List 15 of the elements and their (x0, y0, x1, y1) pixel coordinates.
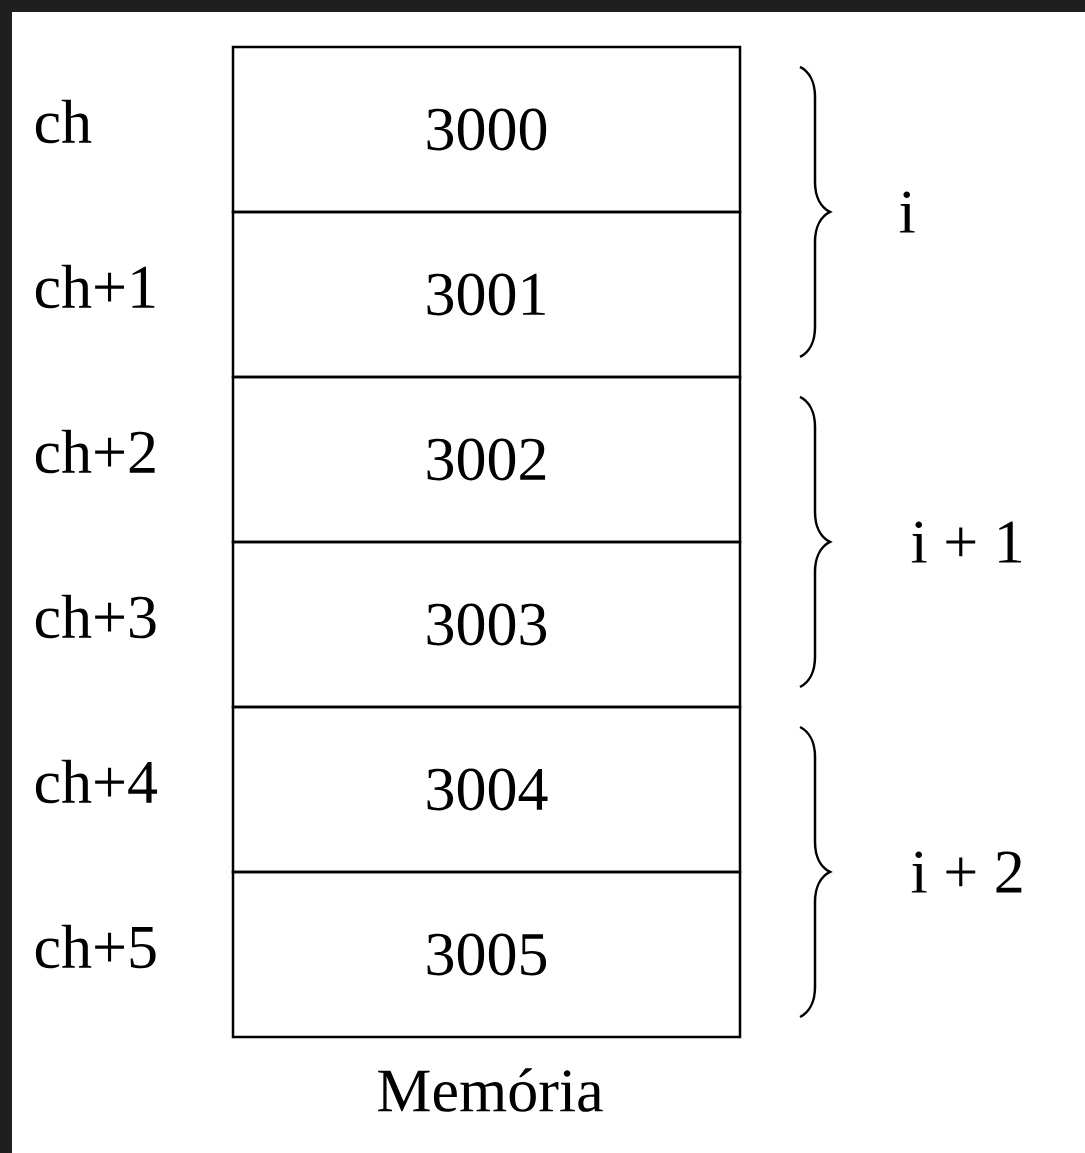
address-label: ch+4 (35, 759, 158, 804)
address-label: ch (35, 99, 92, 144)
group-label: i + 2 (911, 851, 1022, 893)
address-label: ch+5 (35, 924, 156, 969)
address-label: ch+2 (35, 429, 155, 474)
address-label: ch+1 (35, 264, 155, 309)
address-label: ch+3 (35, 594, 156, 639)
memory-cell: 3003 (231, 540, 742, 709)
group-label: i + 1 (911, 521, 1021, 563)
group-label: i (899, 191, 915, 233)
memory-cell: 3000 (231, 45, 742, 214)
memory-cell: 3001 (231, 210, 742, 379)
memory-cell: 3002 (231, 375, 742, 544)
memory-cell: 3005 (231, 870, 742, 1039)
memory-cell: 3004 (231, 705, 742, 874)
